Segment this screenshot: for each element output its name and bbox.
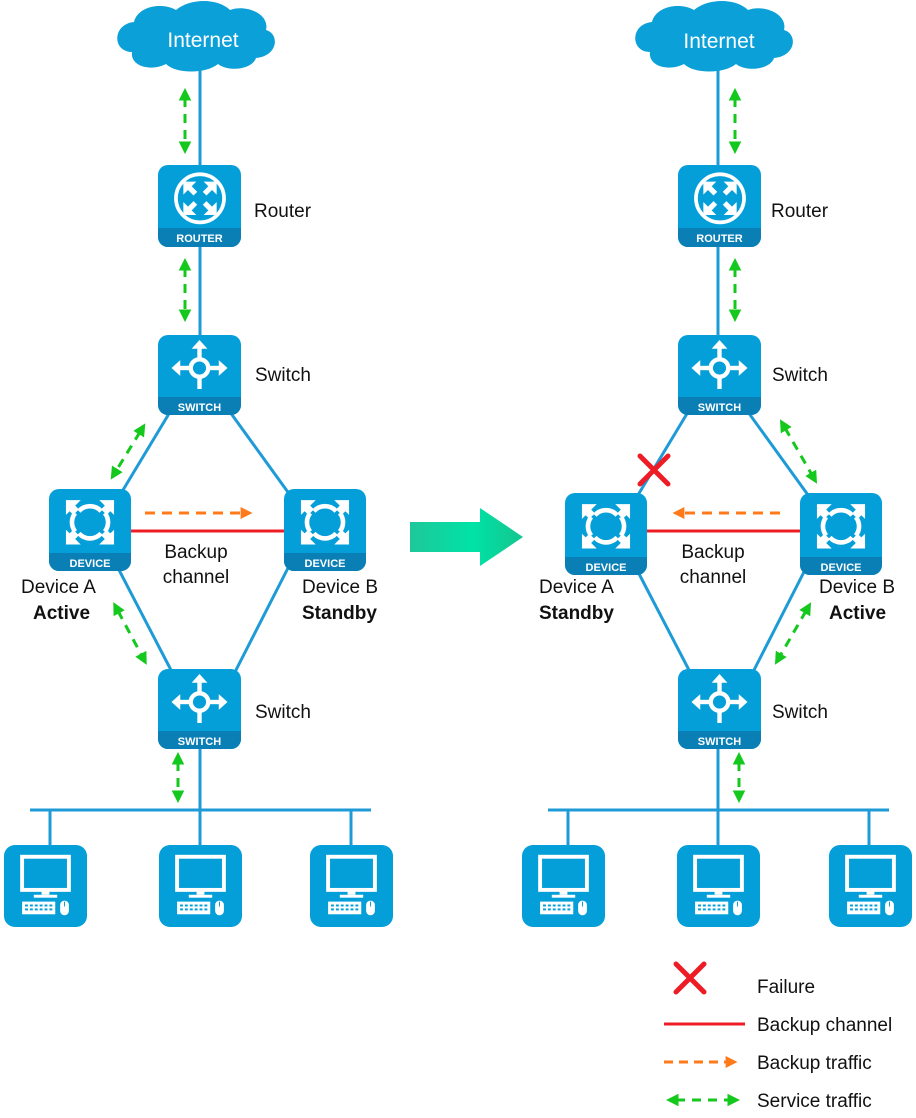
link-device-a-switch-bottom [634,567,692,673]
device-a-node[interactable]: DEVICE [565,493,647,575]
left-service-traffic [110,87,192,804]
link-switch-device-a [636,411,690,496]
left-topology: Internet ROUTER Router SWITCH Switch DEV… [4,1,393,927]
switch-bottom-label: Switch [255,702,311,723]
pc-node-2[interactable] [677,845,760,927]
link-switch-device-b [746,411,810,496]
switch-bottom-node[interactable]: SWITCH [158,669,241,749]
router-label: Router [254,201,312,222]
device-tag: DEVICE [305,558,346,570]
switch-bottom-label: Switch [772,702,828,723]
service-arrow-device-a-switch [113,602,147,665]
right-topology: Internet ROUTER Router SWITCH Switch DEV… [522,1,912,927]
pc-node-1[interactable] [4,845,87,927]
backup-channel-label-1: Backup [681,542,744,563]
transition-arrow [410,508,523,566]
internet-label: Internet [167,29,238,52]
backup-channel-label-1: Backup [164,542,227,563]
router-label: Router [771,201,829,222]
switch-tag: SWITCH [698,402,741,414]
device-a-role: Active [33,603,90,624]
device-b-role: Standby [302,603,377,624]
switch-top-label: Switch [255,365,311,386]
service-arrow-device-b-switch [774,602,812,665]
legend-failure-icon [673,961,707,995]
router-node[interactable]: ROUTER [158,165,241,247]
legend-backup-traffic-label: Backup traffic [757,1053,872,1074]
legend: Failure Backup channel Backup traffic Se… [664,961,892,1112]
router-tag: ROUTER [696,233,743,245]
pc-node-2[interactable] [159,845,242,927]
backup-channel-label-2: channel [680,567,747,588]
device-a-node[interactable]: DEVICE [49,489,131,571]
switch-top-label: Switch [772,365,828,386]
switch-tag: SWITCH [698,736,741,748]
device-a-role: Standby [539,603,614,624]
router-node[interactable]: ROUTER [678,165,761,247]
device-b-name: Device B [302,577,378,598]
switch-bottom-node[interactable]: SWITCH [678,669,761,749]
internet-cloud: Internet [117,1,275,72]
link-switch-device-b [228,411,292,496]
service-arrow-switch-device-a [110,423,146,480]
switch-tag: SWITCH [178,736,221,748]
device-b-node[interactable]: DEVICE [800,493,882,575]
device-a-name: Device A [539,577,614,598]
internet-label: Internet [683,30,754,53]
right-links [548,60,889,850]
legend-backup-channel-label: Backup channel [757,1015,892,1036]
device-tag: DEVICE [70,558,111,570]
device-tag: DEVICE [586,562,627,574]
legend-service-traffic-label: Service traffic [757,1091,872,1112]
pc-node-1[interactable] [522,845,605,927]
link-device-b-switch-bottom [751,567,808,673]
pc-node-3[interactable] [310,845,393,927]
legend-failure-label: Failure [757,977,815,998]
device-b-role: Active [829,603,886,624]
device-b-node[interactable]: DEVICE [284,489,366,571]
device-tag: DEVICE [821,562,862,574]
right-service-traffic [728,87,818,804]
switch-tag: SWITCH [178,402,221,414]
device-a-name: Device A [21,577,96,598]
link-device-b-switch-bottom [233,567,290,673]
backup-channel-label-2: channel [163,567,230,588]
router-tag: ROUTER [176,233,223,245]
failure-icon [637,453,671,487]
switch-top-node[interactable]: SWITCH [678,335,761,415]
internet-cloud: Internet [635,1,793,72]
pc-node-3[interactable] [829,845,912,927]
device-b-name: Device B [819,577,895,598]
switch-top-node[interactable]: SWITCH [158,335,241,415]
